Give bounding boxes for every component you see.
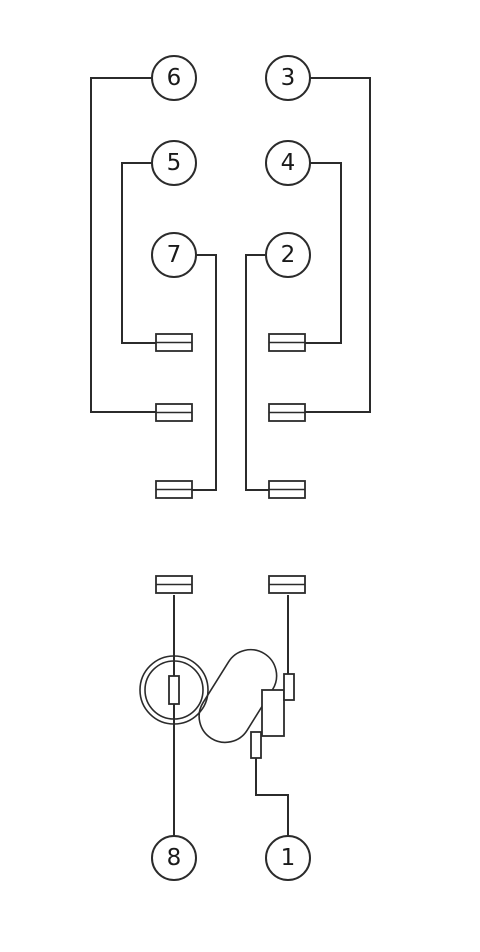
terminal-left-2 xyxy=(155,403,193,422)
pin-2-label: 2 xyxy=(281,242,296,268)
terminal-right-4 xyxy=(268,575,306,594)
wire-pin-4 xyxy=(304,162,342,344)
pin-7: 7 xyxy=(151,232,197,278)
pin-2: 2 xyxy=(265,232,311,278)
terminal-left-3 xyxy=(155,480,193,499)
pin-8: 8 xyxy=(151,835,197,881)
pin-8-label: 8 xyxy=(167,845,182,871)
terminal-right-1 xyxy=(268,333,306,352)
pin-1: 1 xyxy=(265,835,311,881)
wiring xyxy=(90,77,371,837)
terminal-right-2 xyxy=(268,403,306,422)
terminal-right-3 xyxy=(268,480,306,499)
pin-3: 3 xyxy=(265,55,311,101)
pin-3-label: 3 xyxy=(281,65,296,91)
wire-pin-2 xyxy=(245,254,270,491)
pin-5: 5 xyxy=(151,140,197,186)
pin-6: 6 xyxy=(151,55,197,101)
terminal-left-4 xyxy=(155,575,193,594)
pin-7-label: 7 xyxy=(167,242,182,268)
wire-pin-1-lower xyxy=(255,744,289,837)
wire-pin-5 xyxy=(121,162,157,344)
pin-4-label: 4 xyxy=(281,150,296,176)
diode-component xyxy=(198,648,295,759)
wire-pin-3 xyxy=(304,77,371,413)
pin-6-label: 6 xyxy=(167,65,182,91)
wire-pin-7 xyxy=(191,254,217,491)
wire-pin-6 xyxy=(90,77,157,413)
pin-5-label: 5 xyxy=(167,150,182,176)
terminal-left-1 xyxy=(155,333,193,352)
pin-4: 4 xyxy=(265,140,311,186)
pin-1-label: 1 xyxy=(281,845,296,871)
coil-indicator xyxy=(139,655,209,725)
